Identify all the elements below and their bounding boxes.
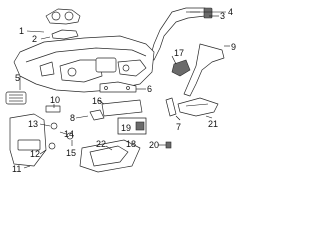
callout-14: 14 — [64, 129, 74, 139]
leader-17 — [171, 55, 177, 65]
leader-22 — [105, 145, 113, 151]
callout-13: 13 — [28, 119, 38, 129]
callout-16: 16 — [92, 96, 102, 106]
callout-2: 2 — [32, 34, 37, 44]
fastener-20 — [165, 141, 172, 149]
callout-8: 8 — [70, 113, 75, 123]
callout-1: 1 — [19, 26, 24, 36]
leader-12 — [39, 149, 47, 155]
leader-8 — [75, 115, 89, 119]
callout-5: 5 — [15, 73, 20, 83]
callout-22: 22 — [96, 139, 106, 149]
leader-16 — [97, 99, 105, 105]
leader-2 — [40, 36, 51, 40]
lower-center-panel — [79, 139, 141, 173]
callout-20: 20 — [149, 140, 159, 150]
upper-vent-duct — [149, 7, 213, 61]
leader-14 — [59, 131, 67, 135]
fastener-10 — [45, 105, 61, 113]
lower-left-assembly — [9, 113, 74, 167]
leader-21 — [205, 115, 213, 119]
instrument-panel — [13, 35, 155, 93]
center-bracket — [99, 81, 137, 93]
callout-9: 9 — [231, 42, 236, 52]
leader-1 — [26, 30, 45, 33]
clip-8 — [89, 109, 105, 121]
parts-diagram: 1 2 3 4 5 6 7 8 9 10 11 12 13 14 15 16 1… — [5, 7, 236, 174]
leader-13 — [39, 123, 51, 127]
callout-4: 4 — [228, 7, 233, 17]
callout-21: 21 — [208, 119, 218, 129]
callout-15: 15 — [66, 148, 76, 158]
center-switch-panel — [101, 99, 147, 135]
callout-17: 17 — [174, 48, 184, 58]
left-vent — [5, 91, 27, 105]
cluster-bezel — [45, 8, 81, 40]
callout-7: 7 — [176, 122, 181, 132]
leader-11 — [23, 165, 31, 169]
callout-18: 18 — [126, 139, 136, 149]
callout-11: 11 — [12, 164, 21, 174]
callout-12: 12 — [30, 149, 40, 159]
callout-6: 6 — [147, 84, 152, 94]
right-side-duct — [171, 43, 225, 117]
support-rod — [165, 97, 177, 117]
callout-3: 3 — [220, 11, 225, 21]
leader-7 — [175, 115, 181, 121]
callout-10: 10 — [50, 95, 60, 105]
callout-19: 19 — [121, 123, 131, 133]
